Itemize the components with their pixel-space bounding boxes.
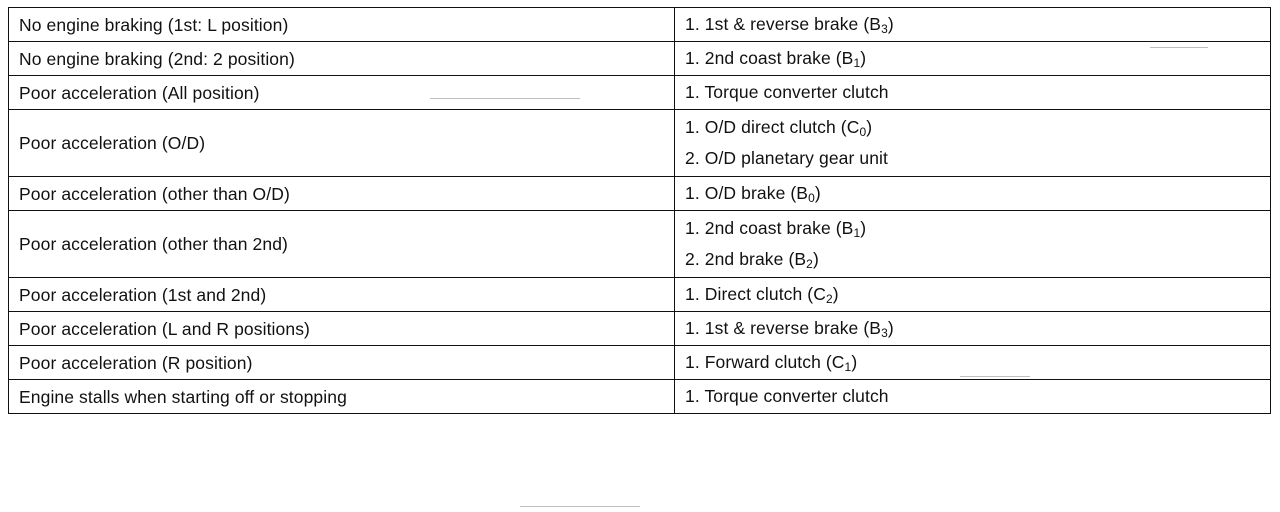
part-text: 1. 2nd coast brake (B	[685, 48, 854, 68]
part-subscript: 0	[808, 191, 815, 205]
part-text: 1. 1st & reverse brake (B	[685, 318, 882, 338]
part-cell: 1. 1st & reverse brake (B3)	[674, 7, 1271, 42]
symptom-cell: Poor acceleration (O/D)	[8, 109, 675, 177]
part-cell: 1. Forward clutch (C1)	[674, 345, 1271, 380]
part-text: 1. Torque converter clutch	[685, 82, 889, 102]
symptom-cell: Poor acceleration (other than O/D)	[8, 176, 675, 211]
scan-speck	[520, 506, 640, 507]
part-subscript: 3	[881, 326, 888, 340]
table-row: No engine braking (2nd: 2 position) 1. 2…	[8, 41, 1271, 76]
part-subscript: 0	[859, 125, 867, 139]
table-row: Engine stalls when starting off or stopp…	[8, 379, 1271, 414]
table-row: Poor acceleration (1st and 2nd) 1. Direc…	[8, 277, 1271, 312]
part-subscript: 1	[853, 226, 861, 240]
part-text: 1. O/D brake (B	[685, 183, 809, 203]
symptom-cell: Poor acceleration (other than 2nd)	[8, 210, 675, 278]
part-tail: )	[812, 249, 819, 269]
table-row: Poor acceleration (R position) 1. Forwar…	[8, 345, 1271, 380]
part-text: 1. O/D direct clutch (C	[685, 117, 860, 137]
part-text: 1. Torque converter clutch	[685, 386, 889, 406]
table-row: Poor acceleration (O/D) 1. O/D direct cl…	[8, 109, 1271, 177]
part-subscript: 2	[806, 257, 813, 271]
scan-speck	[1150, 47, 1208, 48]
table-row: No engine braking (1st: L position) 1. 1…	[8, 7, 1271, 42]
part-subscript: 3	[881, 22, 888, 36]
part-text: 1. 1st & reverse brake (B	[685, 14, 882, 34]
part-item: 2. O/D planetary gear unit	[685, 143, 1262, 174]
part-cell: 1. Torque converter clutch	[674, 379, 1271, 414]
part-item: 1. Torque converter clutch	[685, 381, 1262, 412]
troubleshooting-sheet: No engine braking (1st: L position) 1. 1…	[8, 7, 1271, 505]
part-subscript: 2	[825, 292, 833, 306]
part-subscript: 1	[844, 360, 852, 374]
part-tail: )	[860, 218, 867, 238]
part-text: 1. Direct clutch (C	[685, 284, 826, 304]
scan-speck	[430, 98, 580, 99]
symptom-cell: Poor acceleration (R position)	[8, 345, 675, 380]
part-text: 2. O/D planetary gear unit	[685, 148, 888, 168]
symptom-cell: Engine stalls when starting off or stopp…	[8, 379, 675, 414]
part-tail: )	[832, 284, 839, 304]
symptom-cell: Poor acceleration (1st and 2nd)	[8, 277, 675, 312]
part-cell: 1. O/D direct clutch (C0) 2. O/D planeta…	[674, 109, 1271, 177]
part-cell: 1. O/D brake (B0)	[674, 176, 1271, 211]
table-row: Poor acceleration (L and R positions) 1.…	[8, 311, 1271, 346]
part-item: 1. 1st & reverse brake (B3)	[685, 313, 1262, 344]
part-item: 1. Forward clutch (C1)	[685, 347, 1262, 378]
scan-speck	[960, 376, 1030, 377]
symptom-cell: Poor acceleration (All position)	[8, 75, 675, 110]
part-tail: )	[887, 14, 894, 34]
part-cell: 1. Torque converter clutch	[674, 75, 1271, 110]
part-item: 2. 2nd brake (B2)	[685, 244, 1262, 275]
table-row: Poor acceleration (All position) 1. Torq…	[8, 75, 1271, 110]
table-body: No engine braking (1st: L position) 1. 1…	[8, 7, 1271, 414]
troubleshooting-table: No engine braking (1st: L position) 1. 1…	[8, 7, 1271, 414]
part-item: 1. Direct clutch (C2)	[685, 279, 1262, 310]
part-tail: )	[814, 183, 821, 203]
part-item: 1. 1st & reverse brake (B3)	[685, 9, 1262, 40]
symptom-cell: No engine braking (2nd: 2 position)	[8, 41, 675, 76]
part-item: 1. 2nd coast brake (B1)	[685, 213, 1262, 244]
part-cell: 1. 2nd coast brake (B1)	[674, 41, 1271, 76]
part-tail: )	[887, 318, 894, 338]
part-item: 1. O/D direct clutch (C0)	[685, 112, 1262, 143]
part-text: 1. Forward clutch (C	[685, 352, 845, 372]
table-row: Poor acceleration (other than O/D) 1. O/…	[8, 176, 1271, 211]
part-item: 1. 2nd coast brake (B1)	[685, 43, 1262, 74]
symptom-cell: No engine braking (1st: L position)	[8, 7, 675, 42]
part-tail: )	[851, 352, 858, 372]
part-item: 1. Torque converter clutch	[685, 77, 1262, 108]
table-row: Poor acceleration (other than 2nd) 1. 2n…	[8, 210, 1271, 278]
part-tail: )	[860, 48, 867, 68]
symptom-cell: Poor acceleration (L and R positions)	[8, 311, 675, 346]
part-text: 2. 2nd brake (B	[685, 249, 807, 269]
part-item: 1. O/D brake (B0)	[685, 178, 1262, 209]
part-cell: 1. Direct clutch (C2)	[674, 277, 1271, 312]
part-cell: 1. 1st & reverse brake (B3)	[674, 311, 1271, 346]
part-text: 1. 2nd coast brake (B	[685, 218, 854, 238]
part-tail: )	[866, 117, 873, 137]
part-cell: 1. 2nd coast brake (B1) 2. 2nd brake (B2…	[674, 210, 1271, 278]
part-subscript: 1	[853, 56, 861, 70]
